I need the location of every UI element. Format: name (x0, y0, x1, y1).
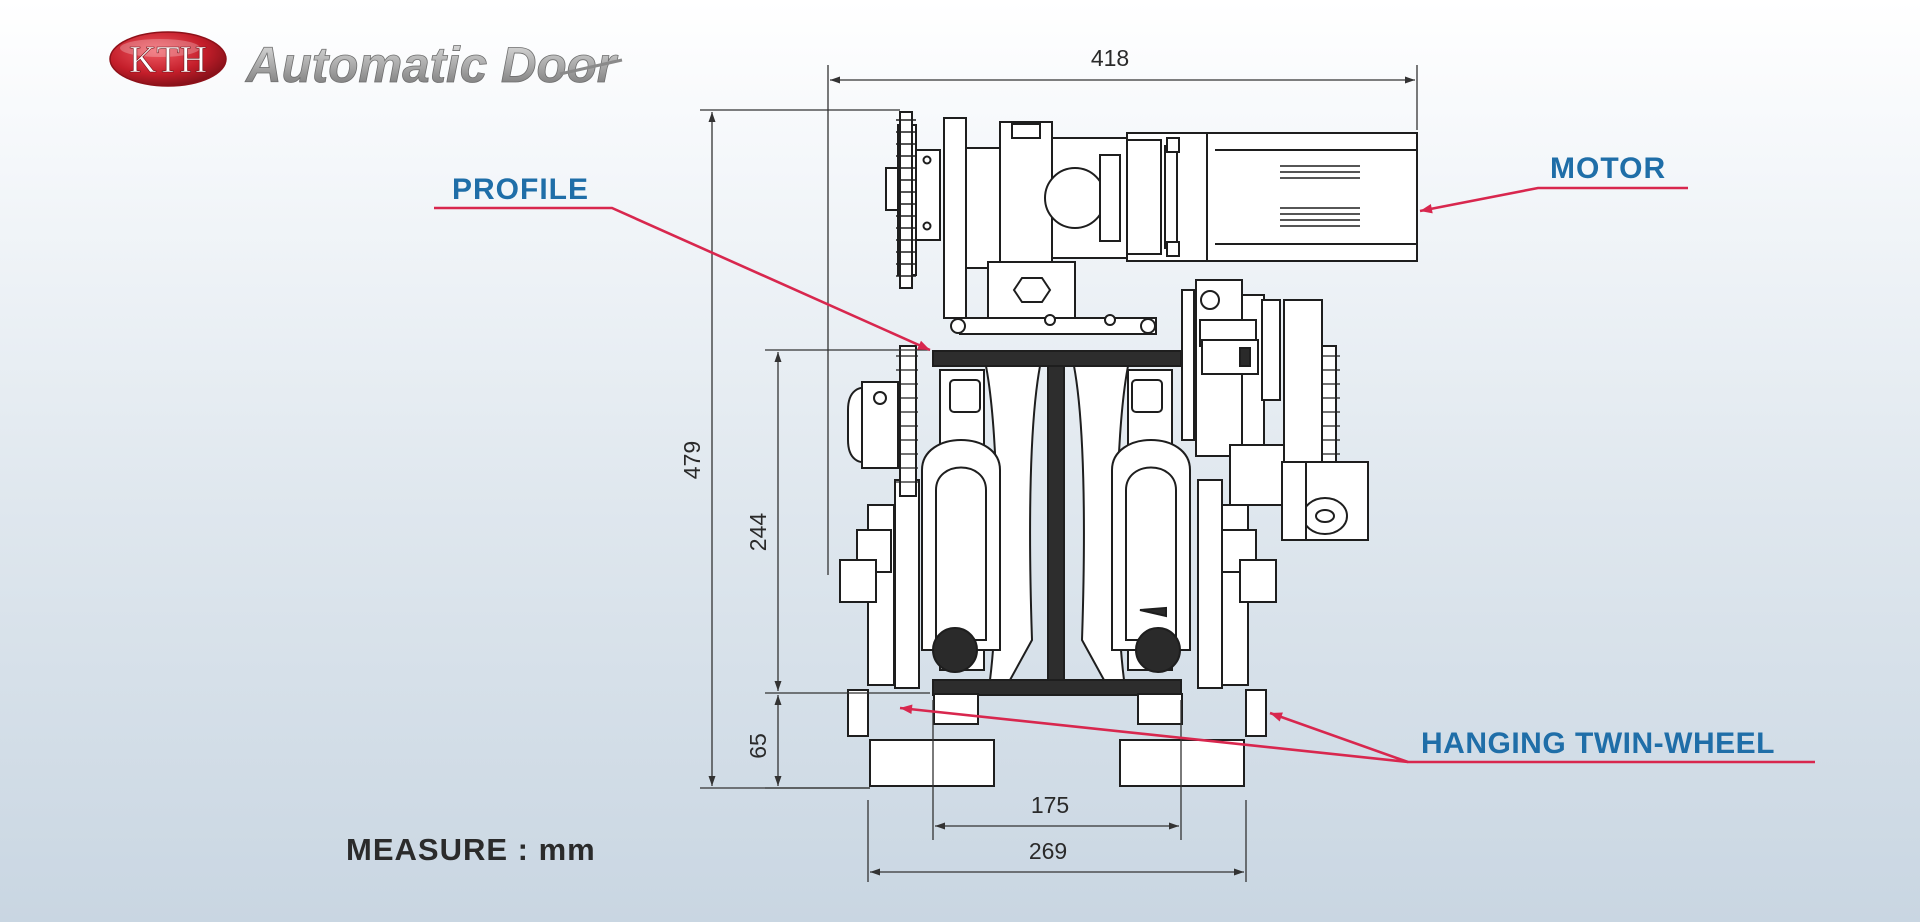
logo-oval (109, 31, 227, 87)
motor-label: MOTOR (1550, 152, 1666, 185)
dimension-418: 418 (1091, 45, 1129, 71)
callout-lines (434, 186, 1815, 764)
logo-wordmark: Automatic Door (244, 37, 618, 93)
mounting-tab (1281, 461, 1369, 541)
profile-label: PROFILE (452, 173, 589, 206)
measure-note: MEASURE : mm (346, 832, 596, 867)
profile-leader (434, 206, 931, 352)
dimension-175: 175 (1031, 792, 1069, 818)
twin-wheel-leader-left (899, 704, 1409, 764)
dimension-65: 65 (745, 733, 771, 759)
motor-bracket (950, 261, 1157, 335)
motor-leader (1419, 186, 1688, 214)
operator-assembly (839, 111, 1418, 787)
motor-body (1126, 132, 1418, 262)
dimension-269: 269 (1029, 838, 1067, 864)
logo-mark: KTH (129, 39, 207, 81)
right-twin-wheel (1111, 369, 1277, 787)
right-pulley (1181, 279, 1287, 506)
right-sprocket (1283, 299, 1340, 471)
callout-labels: PROFILE MOTOR HANGING TWIN-WHEEL (452, 152, 1775, 760)
dimension-244: 244 (745, 513, 771, 552)
dimension-labels: 418 479 244 65 175 269 (679, 45, 1129, 864)
left-twin-wheel (839, 369, 1001, 787)
drive-sprocket (885, 111, 941, 289)
left-sprocket (847, 345, 918, 497)
dimension-lines (700, 65, 1418, 882)
dimension-479: 479 (679, 441, 705, 479)
hanging-twin-wheel-label: HANGING TWIN-WHEEL (1421, 727, 1775, 760)
kth-logo: KTH Automatic Door (109, 31, 623, 93)
